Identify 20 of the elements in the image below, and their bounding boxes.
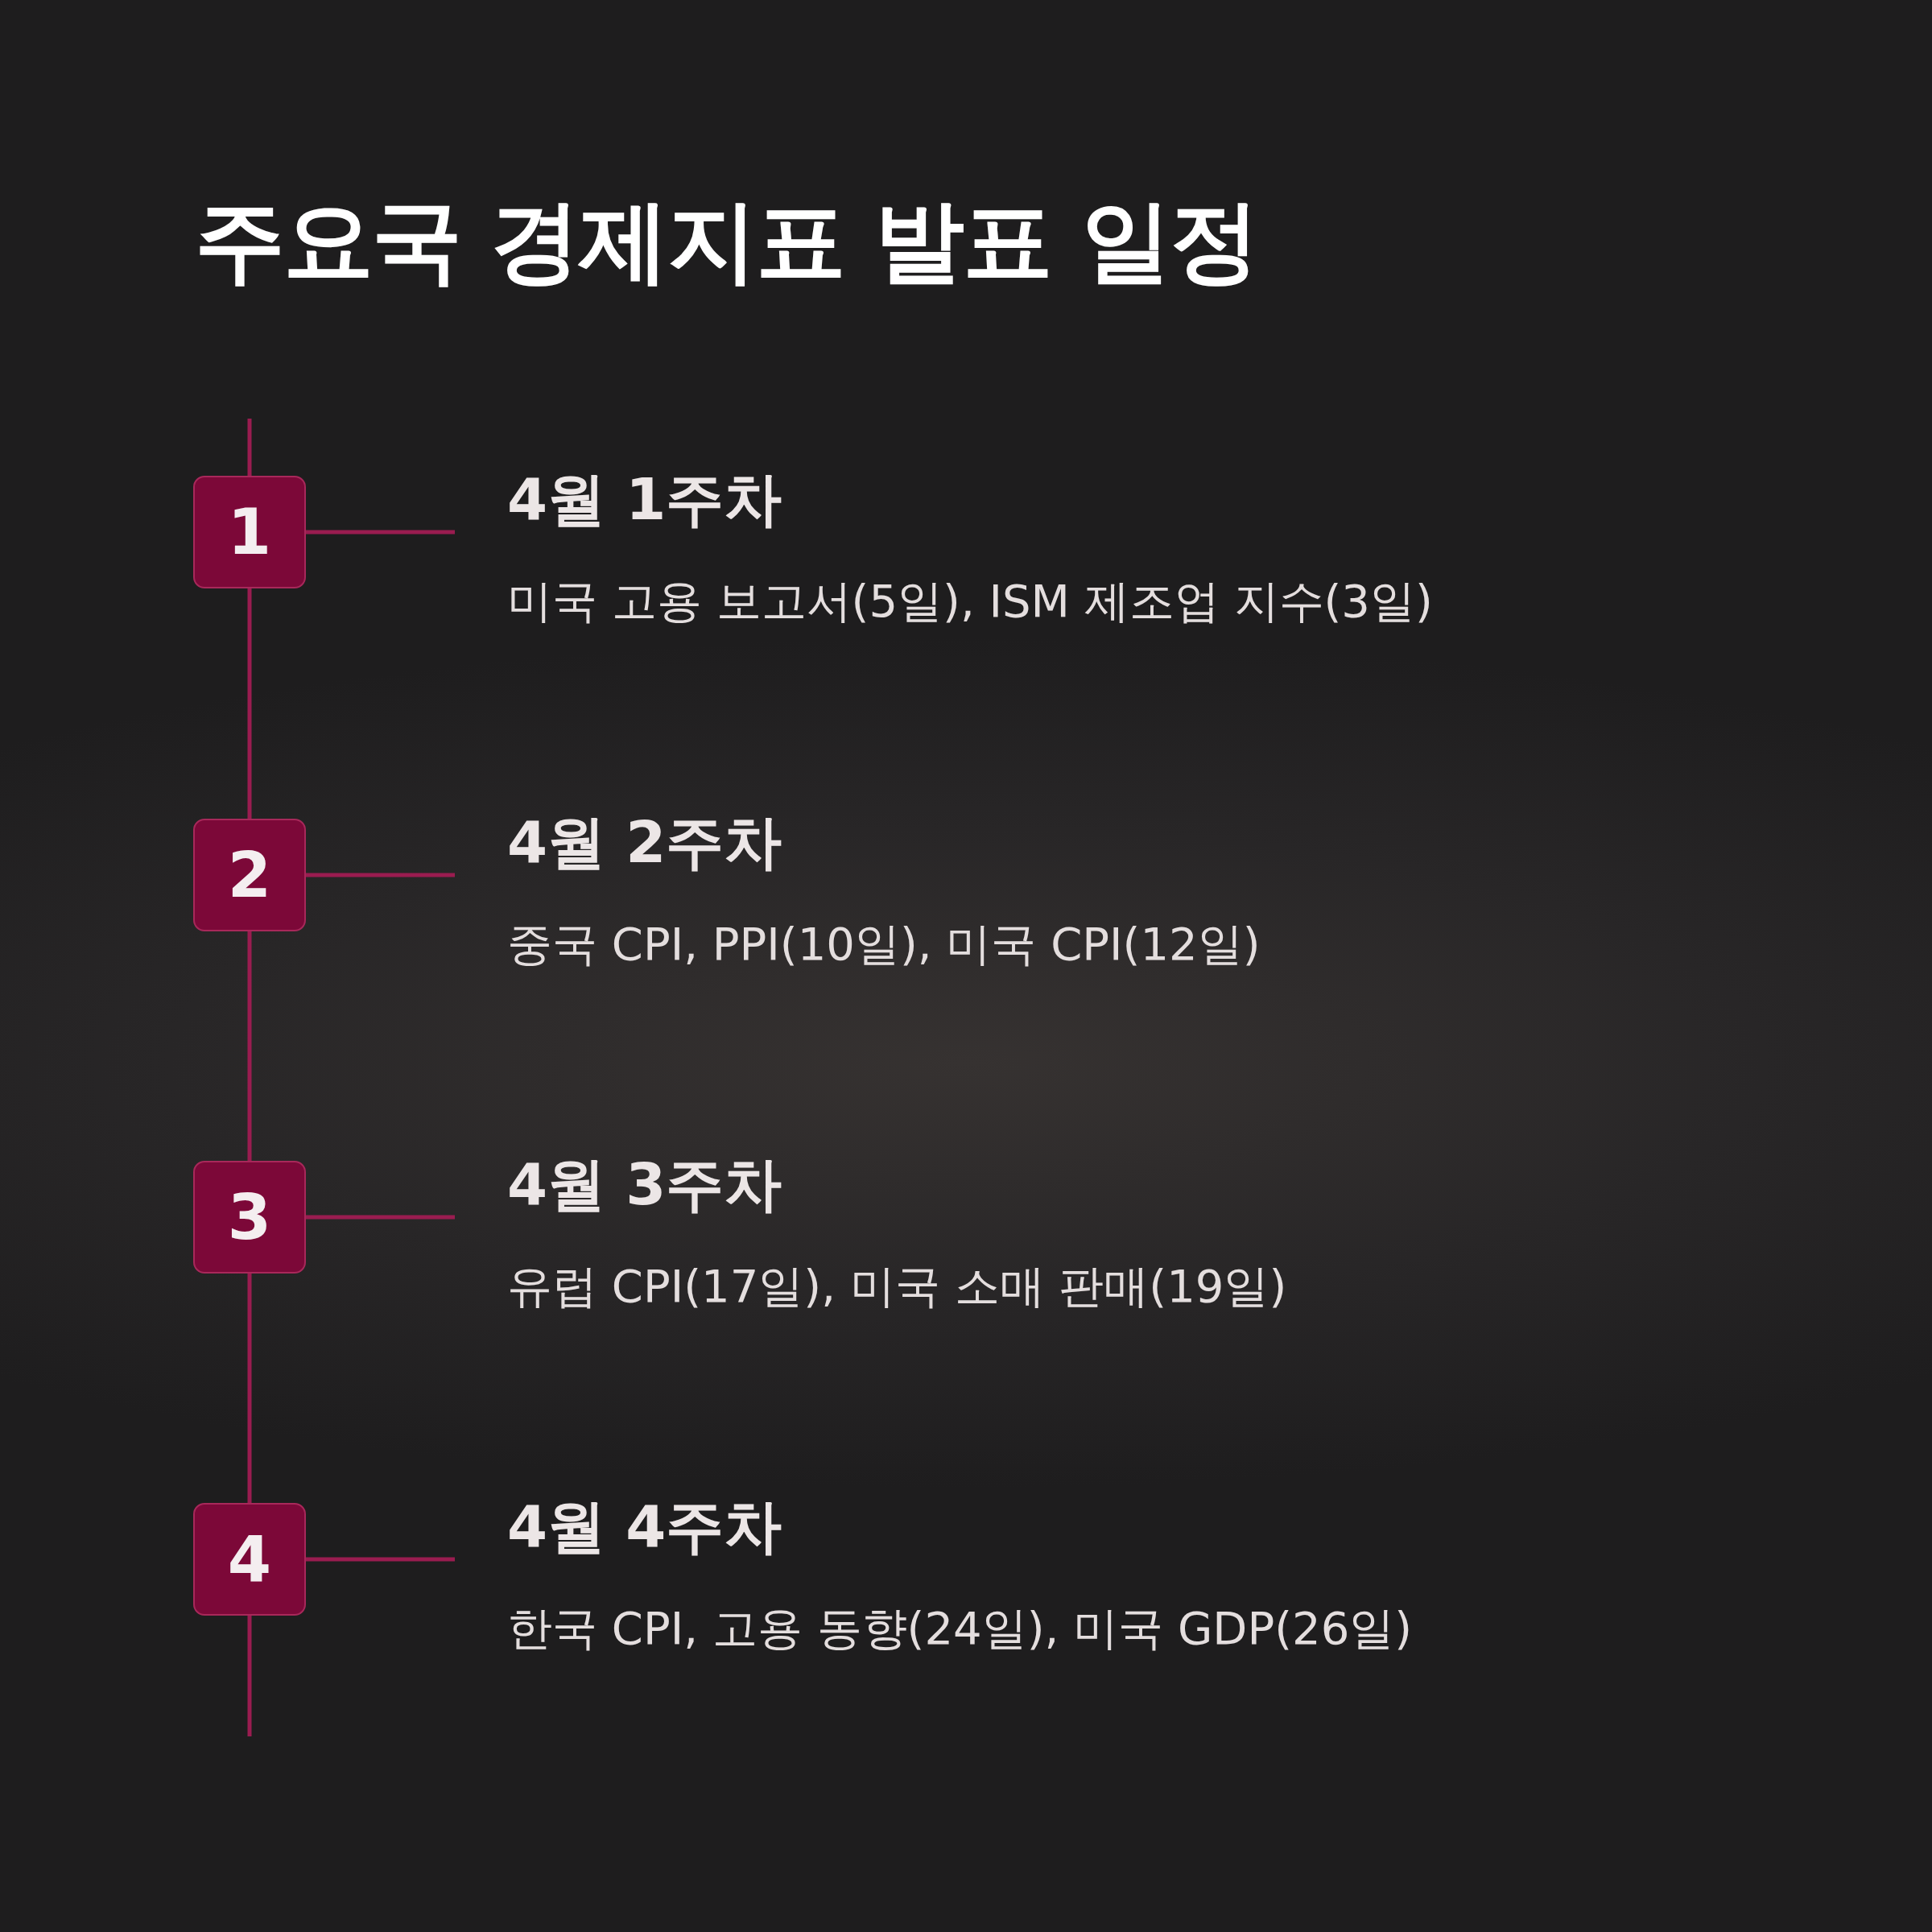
week-heading: 4월 3주차 — [507, 1153, 783, 1217]
connector-line — [306, 530, 455, 535]
week-heading: 4월 4주차 — [507, 1495, 783, 1559]
event-description: 중국 CPI, PPI(10일), 미국 CPI(12일) — [507, 919, 1261, 969]
connector-line — [247, 588, 252, 819]
week-heading: 4월 1주차 — [507, 468, 783, 532]
event-description: 한국 CPI, 고용 동향(24일), 미국 GDP(26일) — [507, 1604, 1414, 1653]
title: 주요국 경제지표 발표 일정 — [195, 188, 1258, 295]
connector-line — [306, 1215, 455, 1220]
connector-line — [306, 1557, 455, 1562]
step-number-badge: 4 — [193, 1503, 306, 1616]
connector-line — [247, 1274, 252, 1503]
connector-line — [247, 931, 252, 1161]
step-number-badge: 1 — [193, 476, 306, 588]
week-heading: 4월 2주차 — [507, 811, 783, 875]
step-number-badge: 3 — [193, 1161, 306, 1274]
event-description: 미국 고용 보고서(5일), ISM 제조업 지수(3일) — [507, 576, 1434, 626]
event-description: 유럽 CPI(17일), 미국 소매 판매(19일) — [507, 1261, 1288, 1311]
connector-line — [306, 873, 455, 877]
step-number-badge: 2 — [193, 819, 306, 931]
